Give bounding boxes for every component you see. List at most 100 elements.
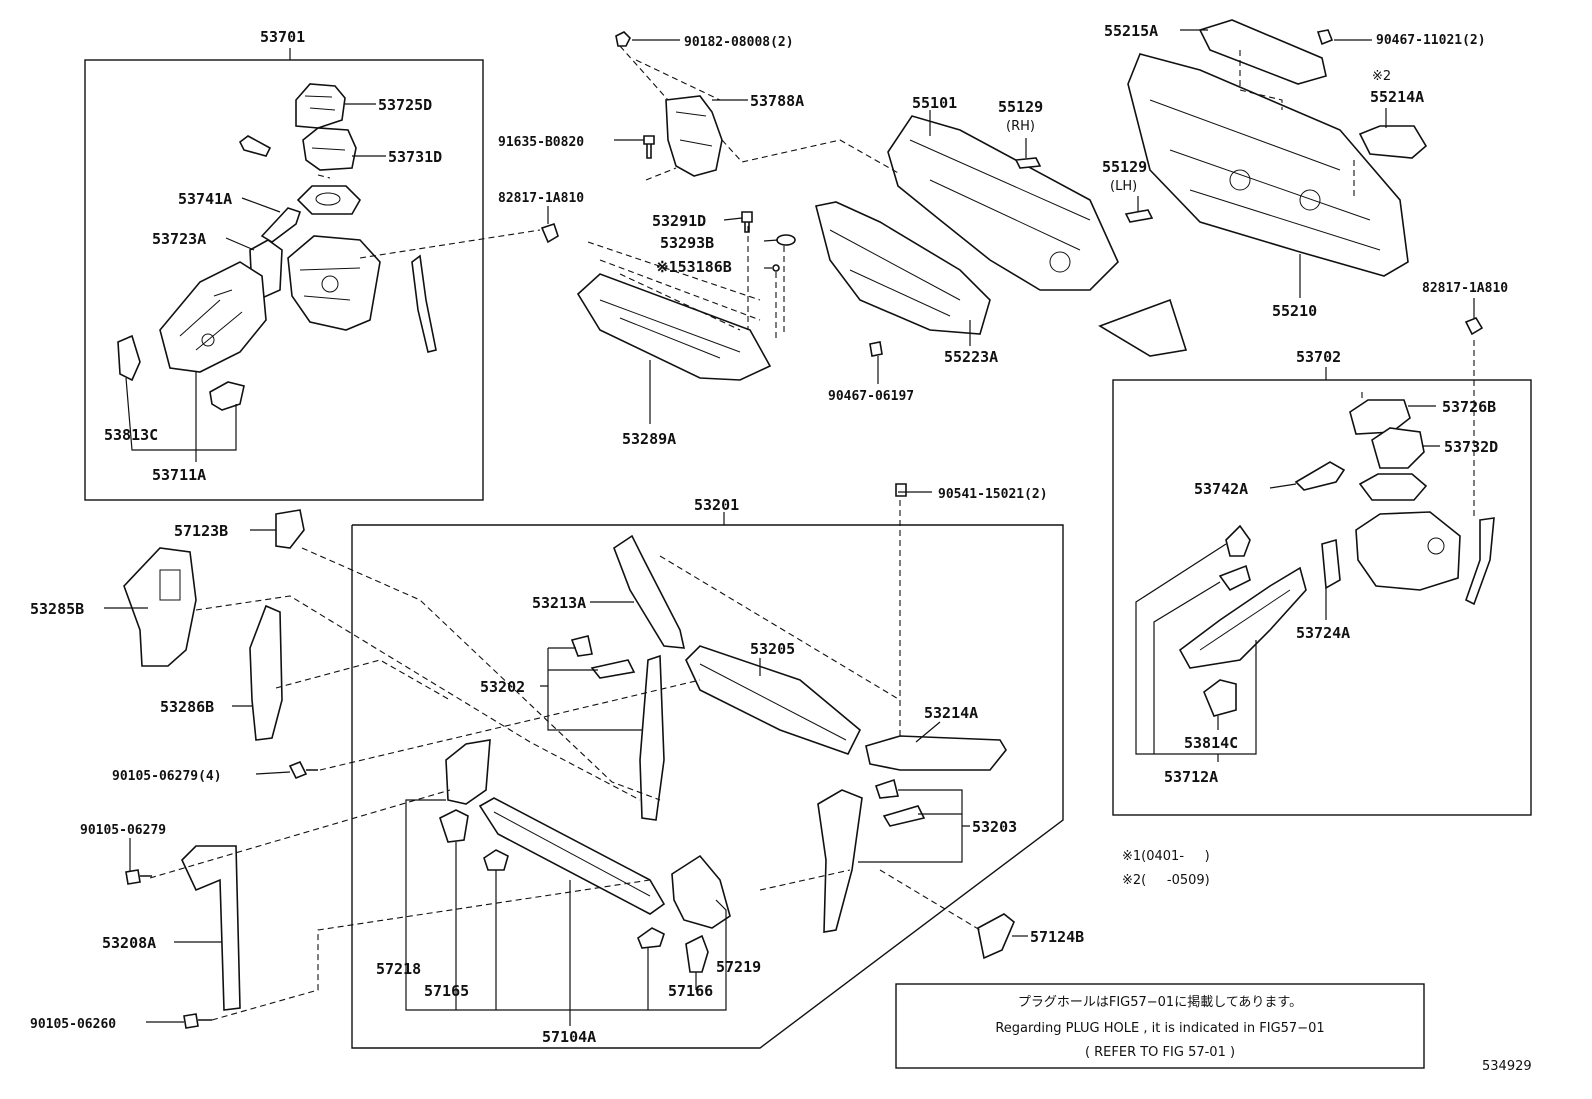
part-53208A-shape (181, 845, 241, 1011)
part-bolt-91635-shape (643, 135, 655, 159)
label-82817-1A810: 82817-1A810 (498, 191, 584, 206)
part-grommet-82817-shape (540, 222, 559, 244)
label-53723A: 53723A (152, 230, 206, 248)
part-53724A-shape (1321, 538, 1341, 590)
part-bracket-57104-b-shape (637, 927, 665, 949)
label-57166: 57166 (668, 982, 713, 1000)
part-53788A-shape (665, 95, 723, 177)
part-53731D-shape (302, 127, 357, 171)
part-53712A-shape (1178, 566, 1307, 669)
label-90105-06279: 90105-06279 (80, 823, 166, 838)
part-apron-shape (287, 235, 381, 331)
part-57218-shape (445, 739, 491, 805)
label-55129-rh: 55129 (998, 98, 1043, 116)
part-rail-rh-strip-shape (1465, 517, 1495, 606)
label-57123B: 57123B (174, 522, 228, 540)
label-53731D: 53731D (388, 148, 442, 166)
part-53205-shape (685, 645, 861, 755)
leader-lines (104, 29, 1475, 1026)
part-mount-shape (296, 185, 361, 215)
part-55214A-shape (1358, 125, 1428, 159)
label-53293B: 53293B (660, 234, 714, 252)
label-90541-15021: 90541-15021(2) (938, 487, 1048, 502)
part-53732D-shape (1371, 427, 1425, 469)
part-side-brace-rh-shape (817, 789, 863, 933)
plug-hole-note: プラグホールはFIG57−01に掲載してあります。 Regarding PLUG… (895, 983, 1425, 1069)
label-53213A: 53213A (532, 594, 586, 612)
part-labels: 53701 53725D 53731D 53741A 53723A 53813C… (30, 22, 1532, 1074)
part-57124B-shape (977, 913, 1015, 960)
part-grommet-82817-rh-shape (1464, 317, 1484, 336)
label-90105-06279-4: 90105-06279(4) (112, 769, 222, 784)
part-53725D-shape (295, 83, 346, 129)
label-55210: 55210 (1272, 302, 1317, 320)
part-53741A-shape (260, 207, 302, 243)
part-53186B-shape (772, 264, 780, 272)
label-53186B: ※153186B (656, 258, 732, 276)
part-55101-shape (887, 115, 1119, 291)
part-53742A-shape (1294, 461, 1346, 491)
part-bracket-57104-a-shape (483, 849, 509, 871)
label-53711A: 53711A (152, 466, 206, 484)
part-apron-rh-shape (1355, 511, 1461, 591)
part-53202-upper-shape (570, 635, 636, 679)
part-bracket-lower-shape (209, 381, 245, 411)
part-mount-rh-shape (1358, 473, 1428, 501)
label-57124B: 57124B (1030, 928, 1084, 946)
label-57104A: 57104A (542, 1028, 596, 1046)
part-57123B-shape (275, 509, 305, 549)
part-bolt-90105-shape (125, 869, 152, 885)
label-53742A: 53742A (1194, 480, 1248, 498)
part-55129-rh-shape (1014, 157, 1042, 169)
label-55215A: 55215A (1104, 22, 1158, 40)
label-53732D: 53732D (1444, 438, 1498, 456)
label-53788A: 53788A (750, 92, 804, 110)
part-small-bracket-shape (238, 135, 272, 157)
plug-note-ref: ( REFER TO FIG 57-01 ) (1085, 1045, 1235, 1060)
assembly-dashed-lines (149, 45, 1475, 1021)
label-53289A: 53289A (622, 430, 676, 448)
label-53724A: 53724A (1296, 624, 1350, 642)
label-53814C: 53814C (1184, 734, 1238, 752)
label-53702: 53702 (1296, 348, 1341, 366)
part-53711A-shape (159, 261, 267, 373)
label-57219: 57219 (716, 958, 761, 976)
part-53814C-shape (1203, 679, 1237, 717)
label-53201: 53201 (694, 496, 739, 514)
label-53701: 53701 (260, 28, 305, 46)
plug-note-en: Regarding PLUG HOLE , it is indicated in… (995, 1021, 1324, 1036)
part-nut-90467-11021-shape (1316, 29, 1334, 46)
part-53291D-shape (741, 211, 753, 233)
part-53203-shape (874, 778, 926, 827)
part-insulator-shape (1098, 298, 1188, 357)
label-55223A: 55223A (944, 348, 998, 366)
label-82817-1A810-rh: 82817-1A810 (1422, 281, 1508, 296)
label-90467-11021: 90467-11021(2) (1376, 33, 1486, 48)
label-53726B: 53726B (1442, 398, 1496, 416)
part-bolt-90105-06260-shape (183, 1013, 212, 1029)
part-53289A-shape (576, 273, 772, 381)
label-53203: 53203 (972, 818, 1017, 836)
part-53293B-shape (776, 234, 796, 246)
label-rh: (RH) (1006, 119, 1035, 134)
label-53214A: 53214A (924, 704, 978, 722)
label-53741A: 53741A (178, 190, 232, 208)
part-bracket-rh2-shape (1218, 564, 1251, 592)
part-53726B-shape (1349, 399, 1411, 435)
part-55215A-shape (1198, 19, 1327, 85)
part-55223A-shape (815, 201, 991, 335)
label-55101: 55101 (912, 94, 957, 112)
part-55210-shape (1127, 53, 1409, 277)
label-53712A: 53712A (1164, 768, 1218, 786)
label-90105-06260: 90105-06260 (30, 1017, 116, 1032)
part-screw-90467-06197-shape (869, 341, 883, 357)
group-box-53201 (351, 512, 1064, 1049)
label-mark-2: ※2 (1372, 69, 1391, 84)
label-lh: (LH) (1110, 179, 1137, 194)
figure-number: 534929 (1482, 1059, 1532, 1074)
group-box-53701 (84, 48, 484, 501)
label-53725D: 53725D (378, 96, 432, 114)
part-53214A-shape (865, 735, 1007, 771)
part-53813C-shape (117, 334, 141, 382)
